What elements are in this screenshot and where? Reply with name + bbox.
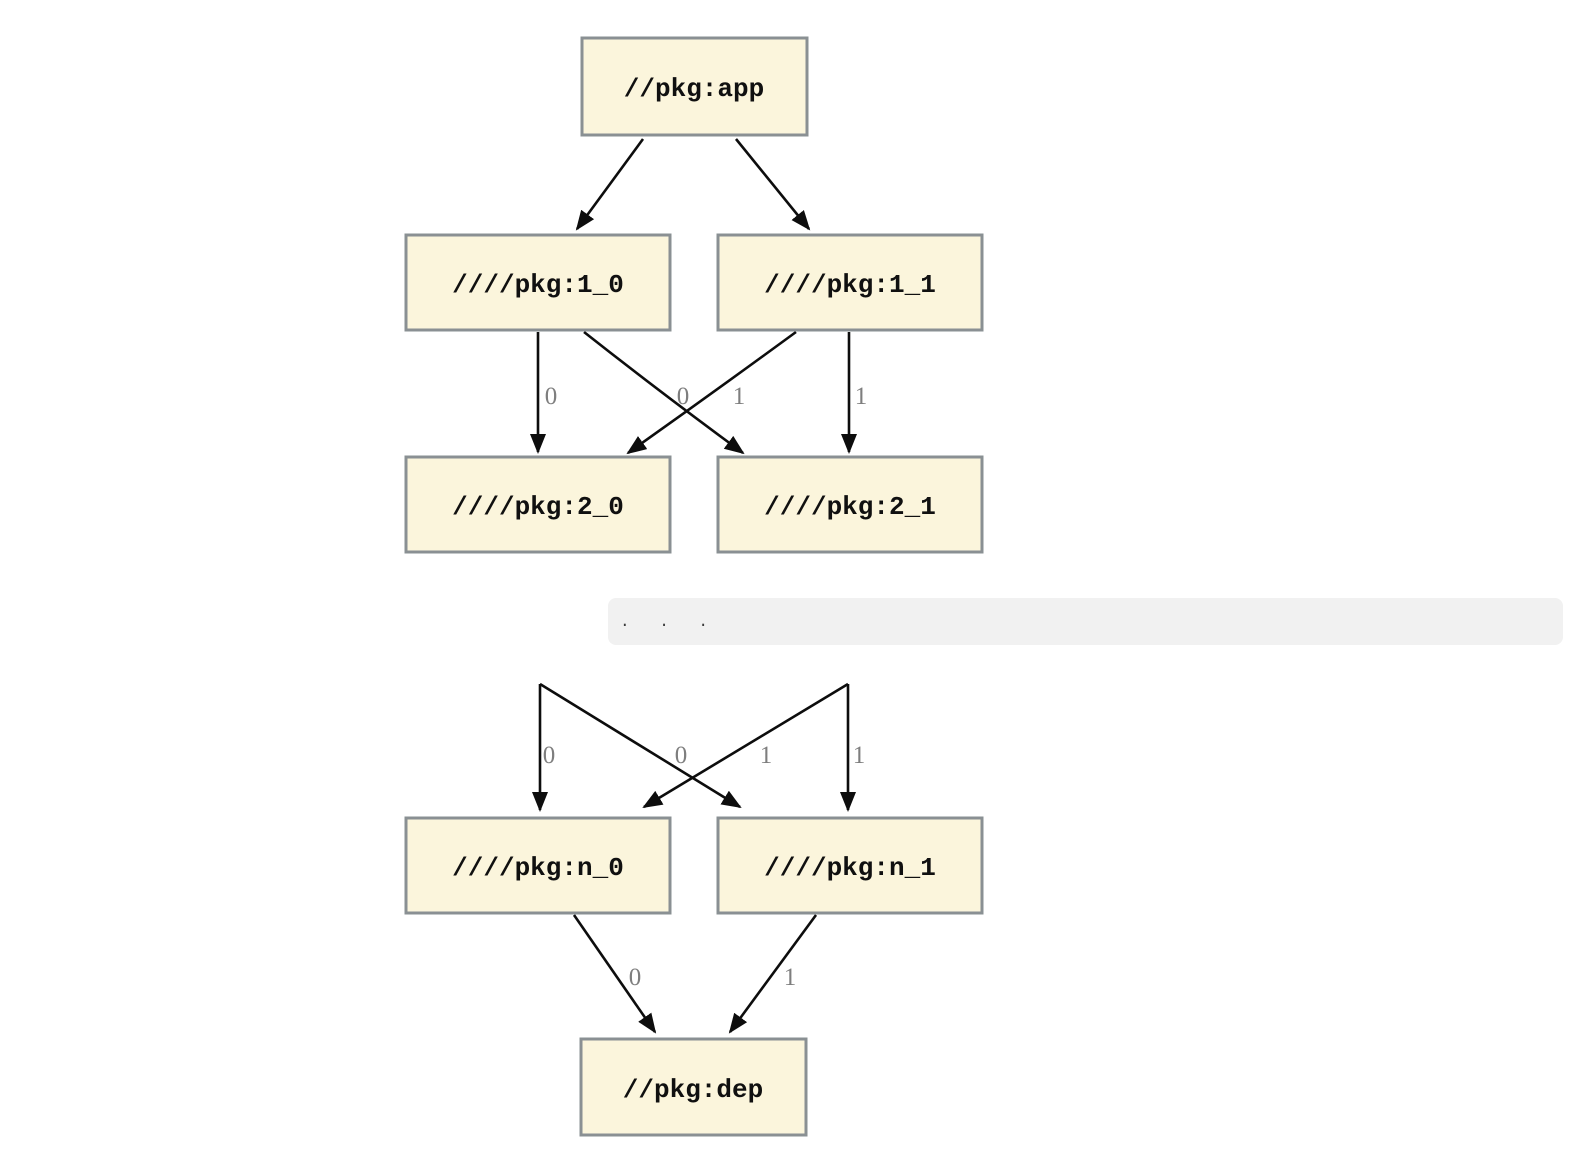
node-box <box>404 455 672 554</box>
node-label: //pkg:dep <box>623 1075 763 1105</box>
upper-graph-edges <box>530 138 857 455</box>
node-label: ////pkg:1_0 <box>452 270 624 300</box>
node-label: ////pkg:2_1 <box>764 492 936 522</box>
node-box <box>579 1037 808 1137</box>
node-label: //pkg:app <box>624 74 764 104</box>
node-pkg-app: //pkg:app <box>580 36 809 137</box>
edge-1-1-to-2-0 <box>626 330 797 455</box>
node-pkg-2-0: ////pkg:2_0 <box>404 455 672 554</box>
node-label: ////pkg:n_1 <box>764 853 936 883</box>
node-box <box>716 233 984 332</box>
node-box <box>580 36 809 137</box>
edge-label: 0 <box>543 742 556 769</box>
edge-app-to-1-1 <box>734 138 811 231</box>
edge-label: 0 <box>629 964 642 991</box>
node-box <box>716 455 984 554</box>
edge-label: 1 <box>855 383 868 410</box>
lower-graph-edge-labels: 0 0 1 1 0 1 <box>543 742 866 991</box>
edge-label: 1 <box>760 742 773 769</box>
node-pkg-n-0: ////pkg:n_0 <box>404 816 672 915</box>
edge-label: 1 <box>784 964 797 991</box>
lower-graph-edges <box>532 682 856 1034</box>
node-pkg-2-1: ////pkg:2_1 <box>716 455 984 554</box>
edge-label: 0 <box>545 383 558 410</box>
edge-app-to-1-0 <box>575 138 645 231</box>
node-box <box>404 816 672 915</box>
edge-1-0-to-2-1 <box>583 330 745 455</box>
node-label: ////pkg:1_1 <box>764 270 936 300</box>
code-ellipsis-block: . . . <box>608 598 1563 645</box>
ellipsis-text: . . . <box>620 613 710 631</box>
node-box <box>716 816 984 915</box>
edge-label: 1 <box>853 742 866 769</box>
edge-n-1-to-dep <box>728 914 818 1034</box>
edge-above-left-to-n-1 <box>539 682 742 809</box>
upper-graph-edge-labels: 0 0 1 1 <box>545 383 868 410</box>
node-label: ////pkg:n_0 <box>452 853 624 883</box>
node-pkg-n-1: ////pkg:n_1 <box>716 816 984 915</box>
edge-label: 1 <box>733 383 746 410</box>
edge-n-0-to-dep <box>572 914 657 1034</box>
edge-above-right-to-n-0 <box>642 682 849 809</box>
node-pkg-1-0: ////pkg:1_0 <box>404 233 672 332</box>
node-label: ////pkg:2_0 <box>452 492 624 522</box>
node-pkg-1-1: ////pkg:1_1 <box>716 233 984 332</box>
node-box <box>404 233 672 332</box>
node-pkg-dep: //pkg:dep <box>579 1037 808 1137</box>
edge-label: 0 <box>677 383 690 410</box>
edge-label: 0 <box>675 742 688 769</box>
